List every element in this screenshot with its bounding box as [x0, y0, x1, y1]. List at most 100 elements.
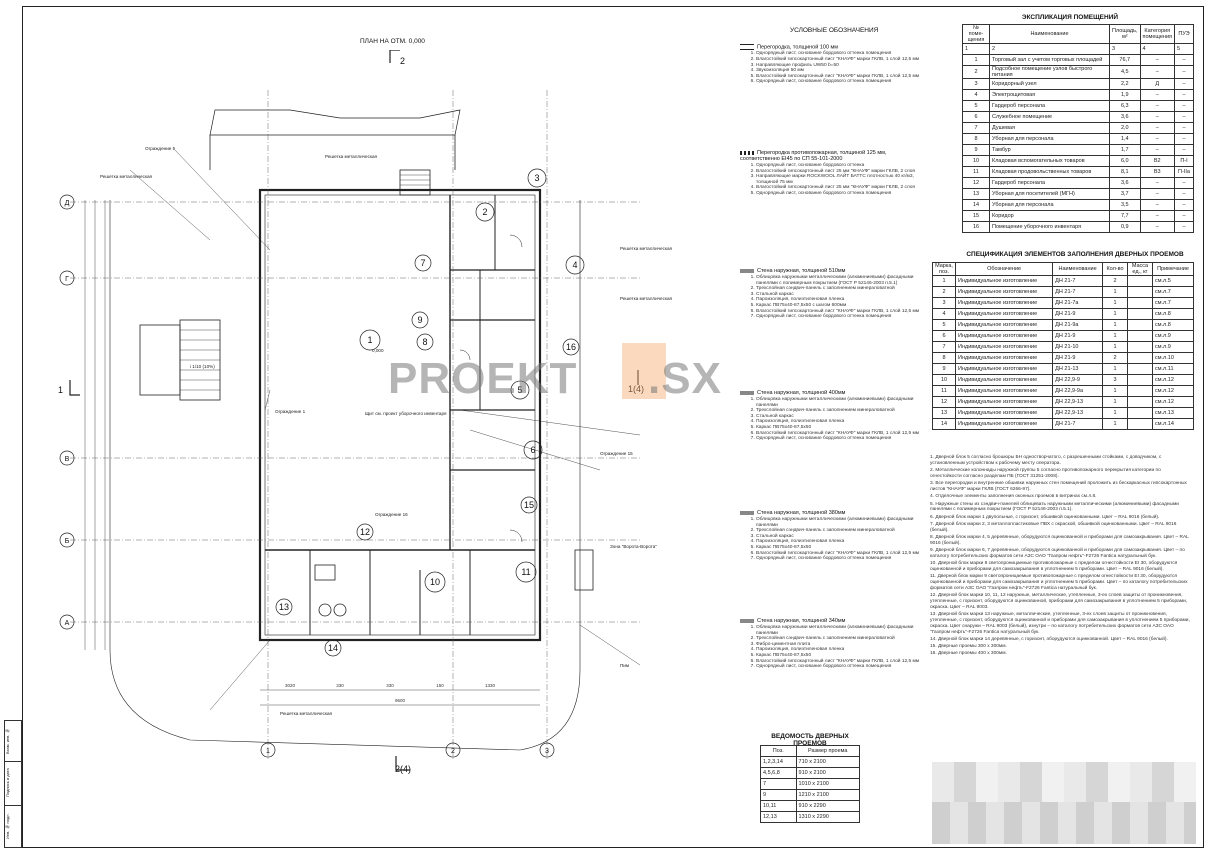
- legend-item: Влагостойкий гипсокартонный лист "КНАУФ"…: [756, 431, 925, 437]
- section-mark: 1(4): [628, 384, 644, 394]
- table-cell: Индивидуальное изготовление: [954, 396, 1054, 408]
- section-mark: 2: [400, 56, 405, 66]
- table-cell: Индивидуальное изготовление: [954, 407, 1054, 419]
- table-cell: 10,11: [760, 800, 797, 812]
- table-cell: –: [1174, 144, 1194, 156]
- table-cell: 1: [1102, 286, 1128, 298]
- table-cell: 1210 х 2100: [795, 789, 861, 801]
- doors-spec-title: СПЕЦИФИКАЦИЯ ЭЛЕМЕНТОВ ЗАПОЛНЕНИЯ ДВЕРНЫ…: [966, 251, 1184, 258]
- sidebar-cell: Взам. инв. №: [5, 721, 21, 762]
- table-cell: ДН 21-13: [1052, 363, 1103, 375]
- table-header: Кол-во: [1102, 262, 1128, 276]
- note-item: 11. Дверной блок марки 9 светопроницаемы…: [930, 574, 1188, 591]
- label-reshetka: Решетка металлическая: [100, 174, 153, 179]
- table-cell: см.л.5: [1152, 275, 1194, 287]
- table-cell: –: [1139, 65, 1176, 79]
- table-cell: Кладовая вспомогательных товаров: [988, 155, 1111, 167]
- table-cell: 910 х 2100: [795, 767, 861, 779]
- level-mark: 0,000: [372, 348, 384, 353]
- table-cell: [1127, 407, 1153, 419]
- table-cell: [1127, 385, 1153, 397]
- table-cell: 1: [1102, 396, 1128, 408]
- table-cell: 12,13: [760, 811, 797, 823]
- legend-item: Однорядный лист, основание бордового отт…: [756, 163, 925, 169]
- legend-item: Влагостойкий гипсокартонный лист "КНАУФ"…: [756, 74, 925, 80]
- table-cell: Индивидуальное изготовление: [954, 286, 1054, 298]
- table-cell: Тамбур: [988, 144, 1111, 156]
- room-number: 10: [430, 577, 440, 587]
- legend-block: Перегородка противопожарная, толщиной 12…: [740, 150, 925, 197]
- table-cell: 14: [962, 199, 990, 211]
- axis-label: 3: [545, 748, 549, 755]
- legend-item: Влагостойкий гипсокартонный лист "КНАУФ"…: [756, 551, 925, 557]
- table-cell: [1127, 352, 1153, 364]
- table-cell: ДН 22,9-9а: [1052, 385, 1103, 397]
- table-cell: см.л.9: [1152, 330, 1194, 342]
- dim-bottom: 150: [436, 683, 444, 688]
- table-cell: 13: [932, 407, 956, 419]
- table-cell: 7: [932, 341, 956, 353]
- note-item: 16. Дверные проемы 400 х 300мм.: [930, 651, 1007, 657]
- table-cell: ДН 21-7: [1052, 275, 1103, 287]
- legend-head: Стена наружная, толщиной 510мм: [757, 268, 846, 274]
- table-cell: ДН 22,9-13: [1052, 407, 1103, 419]
- table-cell: –: [1139, 177, 1176, 189]
- table-cell: –: [1139, 188, 1176, 200]
- axis-label: 2: [451, 748, 455, 755]
- table-cell: ДН 22,9-9: [1052, 374, 1103, 386]
- table-cell: 2: [962, 65, 990, 79]
- table-cell: 7: [760, 778, 797, 790]
- legend-item: Пароизоляция, полиэтиленовая пленка: [756, 539, 925, 545]
- table-cell: Гардероб персонала: [988, 100, 1111, 112]
- table-header: № поме-щения: [962, 24, 990, 44]
- axis-label: Б: [65, 538, 70, 545]
- table-cell: 4,5,6,8: [760, 767, 797, 779]
- table-cell: 3: [1109, 43, 1141, 55]
- table-cell: –: [1174, 100, 1194, 112]
- legend-item: Однорядный лист, основание бордового отт…: [756, 79, 925, 85]
- table-cell: Коридор: [988, 210, 1111, 222]
- legend-item: Каркас ПВ75х40-87,5х50: [756, 545, 925, 551]
- legend-head: Перегородка, толщиной 100 мм: [757, 44, 839, 51]
- table-cell: 7,7: [1109, 210, 1141, 222]
- note-item: 14. Дверной блок марки 14 деревянные, с …: [930, 636, 1168, 642]
- table-cell: –: [1139, 122, 1176, 134]
- table-cell: [1127, 363, 1153, 375]
- note-item: 1. Дверной блок 5 согласно брошюры БН од…: [930, 455, 1162, 466]
- watermark-suffix: .SX: [648, 354, 722, 403]
- room-number: 16: [566, 342, 576, 352]
- room-number: 4: [572, 260, 577, 270]
- table-header: Примечание: [1152, 262, 1194, 276]
- table-cell: 5: [962, 100, 990, 112]
- table-cell: Индивидуальное изготовление: [954, 330, 1054, 342]
- table-cell: 1: [1102, 341, 1128, 353]
- table-cell: Д: [1139, 78, 1176, 90]
- table-cell: Помещение уборочного инвентаря: [988, 221, 1111, 233]
- table-cell: Уборная для персонала: [988, 133, 1111, 145]
- table-cell: 1: [962, 54, 990, 66]
- table-cell: Электрощитовая: [988, 89, 1111, 101]
- sidebar-cell: Инв. № подл.: [5, 805, 21, 848]
- table-cell: 1: [1102, 297, 1128, 309]
- table-cell: Индивидуальное изготовление: [954, 275, 1054, 287]
- table-cell: –: [1174, 177, 1194, 189]
- table-cell: Индивидуальное изготовление: [954, 308, 1054, 320]
- legend-item: Облицовка наружными металлическими (алюм…: [756, 517, 925, 528]
- explication-table: № поме-щения Наименование Площадь, м² Ка…: [962, 24, 1194, 233]
- dim-bottom: 9600: [395, 698, 406, 703]
- table-cell: –: [1174, 188, 1194, 200]
- axis-label: 1: [266, 748, 270, 755]
- table-cell: Индивидуальное изготовление: [954, 363, 1054, 375]
